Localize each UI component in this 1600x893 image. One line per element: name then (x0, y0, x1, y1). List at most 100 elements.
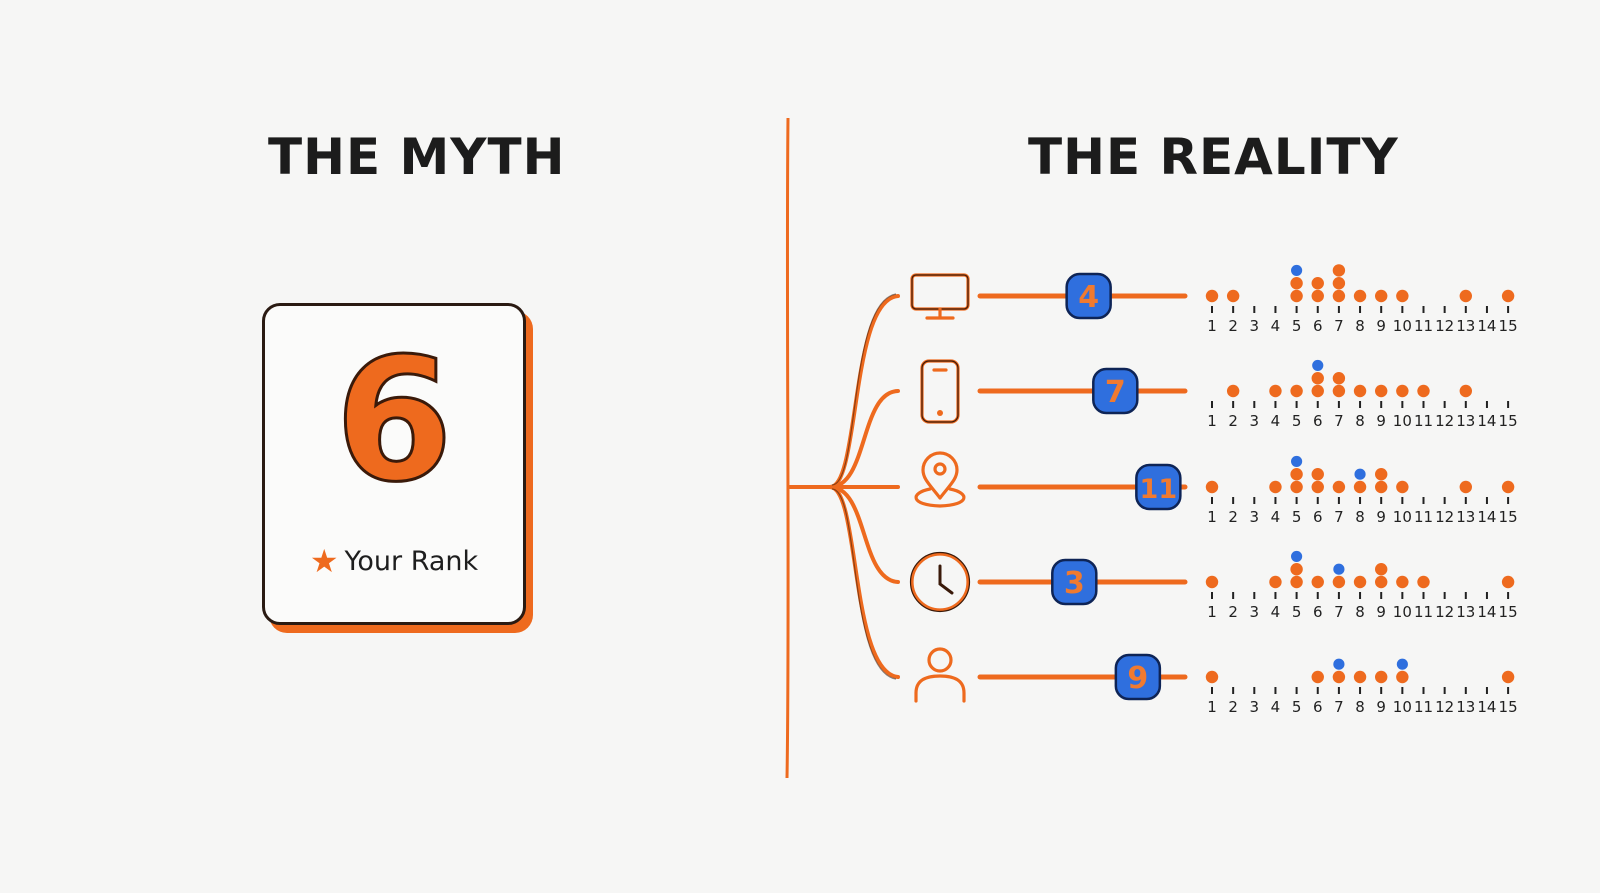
axis-tick-label: 14 (1477, 603, 1496, 621)
axis-tick-label: 15 (1499, 603, 1518, 621)
axis-tick-label: 14 (1477, 698, 1496, 716)
axis-tick-label: 6 (1313, 698, 1323, 716)
rank-dot (1290, 575, 1303, 589)
rank-dot-highlight (1354, 468, 1366, 480)
rank-badge-value: 7 (1105, 375, 1126, 410)
clock-icon (909, 551, 971, 613)
axis-tick-label: 7 (1334, 508, 1344, 526)
rank-dot (1290, 289, 1303, 303)
rank-dot-highlight (1396, 658, 1408, 670)
axis-tick-label: 15 (1499, 508, 1518, 526)
rank-dot (1332, 575, 1346, 589)
rank-dot (1290, 384, 1303, 398)
branch-line (788, 294, 900, 489)
pin-body (921, 451, 959, 500)
rank-dot (1332, 289, 1346, 303)
rank-number: 6 (333, 322, 454, 520)
location-pin-icon (914, 451, 966, 508)
rank-dot (1205, 575, 1219, 589)
axis-tick-label: 8 (1355, 412, 1365, 430)
monitor-screen (910, 273, 970, 311)
rank-dot (1290, 468, 1303, 481)
axis-tick-label: 9 (1376, 603, 1386, 621)
branch-line (828, 485, 900, 584)
axis-tick-label: 9 (1376, 412, 1386, 430)
axis-tick-label: 3 (1250, 603, 1260, 621)
axis-tick-label: 2 (1228, 412, 1238, 430)
axis-tick-label: 8 (1355, 508, 1365, 526)
axis-tick-label: 6 (1313, 508, 1323, 526)
rank-dot (1311, 480, 1324, 494)
rank-dot (1290, 277, 1303, 290)
rank-badge (1065, 272, 1112, 320)
axis-tick-label: 1 (1207, 412, 1217, 430)
axis-tick-label: 15 (1499, 412, 1518, 430)
axis-tick-label: 7 (1334, 412, 1344, 430)
rank-label-row: ★Your Rank (265, 542, 523, 580)
axis-tick-label: 14 (1477, 412, 1496, 430)
axis-tick-label: 7 (1334, 698, 1344, 716)
rank-badge-value: 3 (1064, 566, 1085, 601)
axis-tick-label: 8 (1355, 317, 1365, 335)
rank-dot (1311, 575, 1324, 589)
rank-distribution (1205, 658, 1515, 684)
axis-tick-label: 1 (1207, 508, 1217, 526)
axis-tick-label: 12 (1435, 317, 1454, 335)
person-body (914, 674, 966, 703)
rank-dot (1417, 384, 1430, 398)
rank-dot (1459, 289, 1473, 303)
rank-dot-highlight (1333, 658, 1345, 670)
axis-tick-label: 11 (1414, 698, 1433, 716)
axis-tick-label: 7 (1334, 603, 1344, 621)
axis-tick-label: 5 (1292, 317, 1302, 335)
rank-dot (1417, 575, 1430, 589)
rank-dot (1269, 480, 1282, 494)
axis-tick-label: 3 (1250, 317, 1260, 335)
star-icon: ★ (309, 542, 339, 580)
axis-tick-label: 7 (1334, 317, 1344, 335)
desktop-icon (910, 273, 970, 320)
rank-dot (1311, 384, 1324, 398)
rank-dot (1501, 289, 1515, 303)
rank-dot (1396, 670, 1409, 684)
branch-connectors (788, 294, 900, 679)
rank-dot-highlight (1291, 264, 1303, 276)
axis-tick-label: 12 (1435, 603, 1454, 621)
axis-tick-label: 10 (1393, 317, 1412, 335)
person-icon (914, 647, 966, 703)
axis-tick-label: 4 (1271, 698, 1281, 716)
myth-title: THE MYTH (268, 128, 566, 186)
branch-line (828, 485, 900, 679)
person-head (927, 647, 953, 673)
branch-line (828, 389, 900, 489)
axis-tick-label: 4 (1271, 508, 1281, 526)
rank-dot-highlight (1291, 455, 1303, 467)
axis-tick-label: 2 (1228, 317, 1238, 335)
branch-outline (831, 293, 897, 680)
axis-tick-label: 11 (1414, 412, 1433, 430)
axis-tick-label: 15 (1499, 698, 1518, 716)
axis-tick-label: 11 (1414, 508, 1433, 526)
axis-tick-label: 5 (1292, 603, 1302, 621)
rank-card: 6 ★Your Rank (262, 303, 526, 625)
rank-dot (1375, 384, 1388, 398)
axis-tick-label: 5 (1292, 412, 1302, 430)
rank-dot (1501, 670, 1515, 684)
rank-dot (1205, 670, 1219, 684)
axis-tick-label: 3 (1250, 698, 1260, 716)
rank-distribution (1205, 455, 1515, 494)
rank-distribution (1205, 264, 1515, 303)
rank-dot (1311, 277, 1324, 290)
axis-tick-label: 10 (1393, 508, 1412, 526)
axis-tick-label: 5 (1292, 508, 1302, 526)
rank-dot (1375, 480, 1388, 494)
rank-dot (1501, 575, 1515, 589)
rank-dot (1332, 384, 1346, 398)
